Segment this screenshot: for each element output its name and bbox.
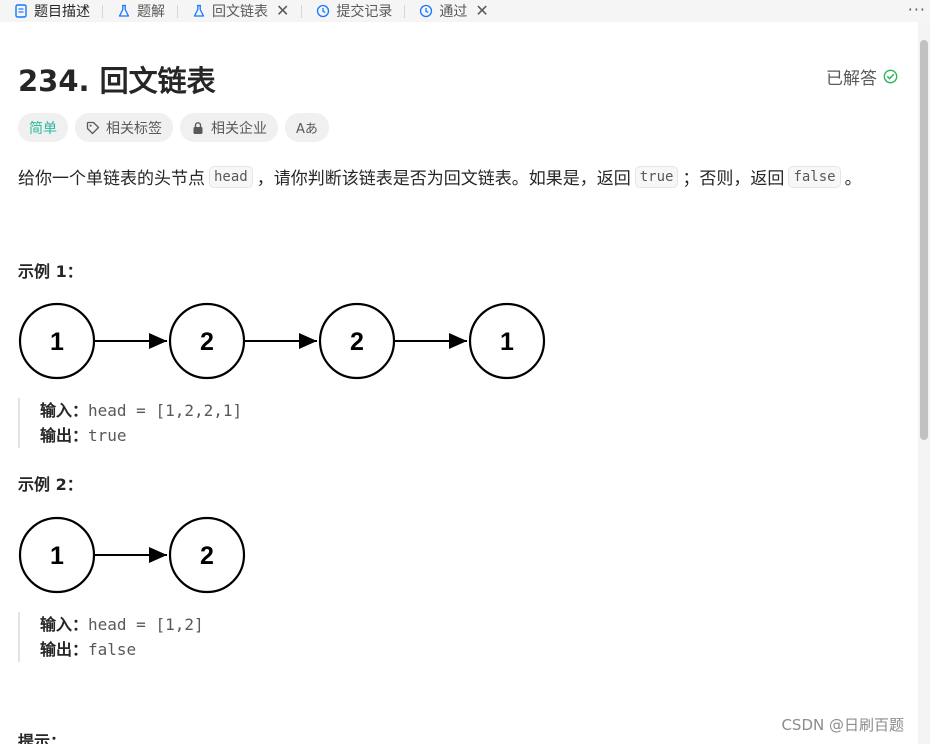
example-output-line: 输出： true <box>40 423 242 448</box>
list-node: 2 <box>318 302 396 380</box>
list-node-value: 2 <box>200 328 214 356</box>
tab-label: 通过 <box>439 4 468 20</box>
watermark: CSDN @日刷百题 <box>781 716 904 734</box>
problem-description-panel: 234. 回文链表 已解答 简单 相关标签 <box>0 22 918 744</box>
tab-submissions[interactable]: 提交记录 <box>302 0 398 22</box>
related-tags-label: 相关标签 <box>106 120 162 137</box>
tab-solutions[interactable]: 题解 <box>103 0 171 22</box>
statement-text: 给你一个单链表的头节点 <box>18 169 205 189</box>
related-companies-button[interactable]: 相关企业 <box>180 113 278 142</box>
input-label: 输入： <box>40 615 89 634</box>
tab-label: 回文链表 <box>212 4 268 20</box>
tag-chip-row: 简单 相关标签 相关企业 Aあ <box>18 113 329 142</box>
flask-icon <box>118 4 130 17</box>
list-node: 1 <box>468 302 546 380</box>
output-label: 输出： <box>40 426 89 445</box>
example-1-title: 示例 1： <box>18 262 83 281</box>
inline-code: head <box>209 165 253 188</box>
tab-solution-palindrome[interactable]: 回文链表 ✕ <box>178 0 295 22</box>
inline-code: true <box>634 165 679 188</box>
translate-button[interactable]: Aあ <box>285 113 329 142</box>
list-node: 1 <box>18 302 96 380</box>
flask-icon <box>193 4 205 17</box>
example-2-title: 示例 2： <box>18 475 83 494</box>
check-circle-icon <box>883 69 898 84</box>
statement-text: 。 <box>844 169 862 189</box>
example-1-linked-list-diagram: 1 2 2 1 <box>18 302 546 380</box>
tab-label: 提交记录 <box>336 4 393 20</box>
close-icon[interactable]: ✕ <box>475 1 489 20</box>
difficulty-badge[interactable]: 简单 <box>18 113 68 142</box>
tab-divider <box>404 4 406 18</box>
tips-title: 提示： <box>18 732 67 744</box>
input-value: head = [1,2,2,1] <box>88 401 243 420</box>
list-node-value: 1 <box>50 542 64 570</box>
example-2-io-block: 输入： head = [1,2] 输出： false <box>18 612 204 662</box>
tab-divider <box>301 4 303 18</box>
example-input-line: 输入： head = [1,2] <box>40 612 204 637</box>
problem-title[interactable]: 234. 回文链表 <box>18 64 216 98</box>
output-value: true <box>88 426 127 445</box>
history-icon <box>317 4 330 18</box>
example-output-line: 输出： false <box>40 637 204 662</box>
input-value: head = [1,2] <box>88 615 204 634</box>
list-node-value: 1 <box>500 328 514 356</box>
related-companies-label: 相关企业 <box>211 120 267 137</box>
list-node: 2 <box>168 516 246 594</box>
tab-accepted[interactable]: 通过 ✕ <box>405 0 494 22</box>
example-2-linked-list-diagram: 1 2 <box>18 516 246 594</box>
list-node-value: 1 <box>50 328 64 356</box>
list-node-value: 2 <box>350 328 364 356</box>
scrollbar-thumb[interactable] <box>920 40 928 440</box>
list-node-value: 2 <box>200 542 214 570</box>
tab-description[interactable]: 题目描述 <box>0 0 96 22</box>
tab-label: 题解 <box>137 4 165 20</box>
problem-statement: 给你一个单链表的头节点 head ，请你判断该链表是否为回文链表。如果是，返回 … <box>18 164 862 189</box>
tab-divider <box>102 4 103 18</box>
example-input-line: 输入： head = [1,2,2,1] <box>40 398 242 423</box>
tag-icon <box>86 121 100 134</box>
more-icon[interactable]: ··· <box>907 0 926 19</box>
difficulty-label: 简单 <box>29 120 57 137</box>
list-node: 1 <box>18 516 96 594</box>
related-tags-button[interactable]: 相关标签 <box>75 113 173 142</box>
output-value: false <box>88 640 137 659</box>
close-icon[interactable]: ✕ <box>276 1 290 20</box>
tab-bar: 题目描述 题解 回文链表 ✕ 提交记录 <box>0 0 930 22</box>
example-1-io-block: 输入： head = [1,2,2,1] 输出： true <box>18 398 242 448</box>
lock-icon <box>193 121 203 134</box>
tab-label: 题目描述 <box>34 4 90 20</box>
history-icon <box>420 4 433 18</box>
translate-icon: Aあ <box>296 122 318 137</box>
vertical-scrollbar[interactable] <box>918 22 930 744</box>
statement-text: ；否则，返回 <box>682 169 785 189</box>
solved-status-label: 已解答 <box>826 69 877 89</box>
solved-status: 已解答 <box>826 64 898 89</box>
input-label: 输入： <box>40 401 89 420</box>
statement-text: ，请你判断该链表是否为回文链表。如果是，返回 <box>256 169 631 189</box>
inline-code: false <box>788 165 841 188</box>
document-icon <box>15 4 27 18</box>
tab-divider <box>177 4 178 18</box>
output-label: 输出： <box>40 640 89 659</box>
list-node: 2 <box>168 302 246 380</box>
